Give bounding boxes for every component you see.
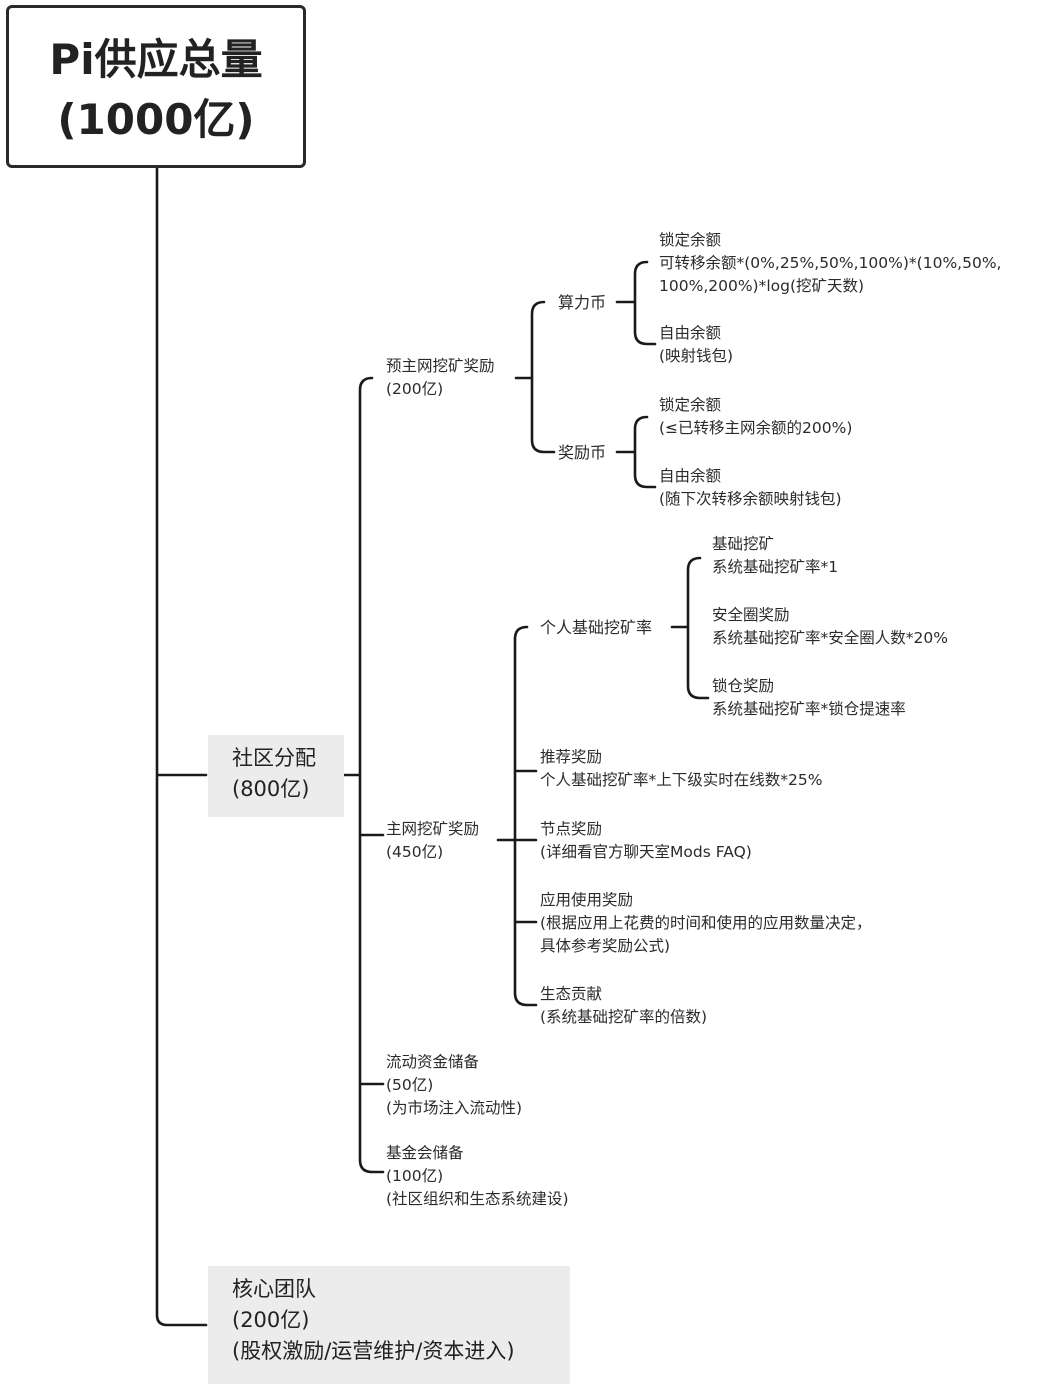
reward-coin-free-node: 自由余额 (随下次转移余额映射钱包) bbox=[659, 465, 842, 511]
basic-mining-formula: 系统基础挖矿率*1 bbox=[712, 558, 839, 576]
hash-coin-free-note: (映射钱包) bbox=[659, 347, 734, 365]
ecosystem-note: (系统基础挖矿率的倍数) bbox=[540, 1008, 708, 1026]
core-team-note: (股权激励/运营维护/资本进入) bbox=[232, 1339, 515, 1363]
root-subtitle: (1000亿) bbox=[57, 95, 255, 144]
hash-coin-title: 算力币 bbox=[558, 293, 607, 312]
foundation-amount: (100亿) bbox=[386, 1167, 444, 1185]
community-amount: (800亿) bbox=[232, 777, 310, 801]
connector-hash-coin-bracket bbox=[615, 260, 657, 346]
referral-title: 推荐奖励 bbox=[540, 748, 603, 766]
root-title: Pi供应总量 bbox=[49, 35, 263, 84]
app-usage-note-1: (根据应用上花费的时间和使用的应用数量决定， bbox=[540, 914, 872, 932]
node-reward-node: 节点奖励 (详细看官方聊天室Mods FAQ) bbox=[540, 818, 752, 864]
foundation-note: (社区组织和生态系统建设) bbox=[386, 1190, 569, 1208]
pre-mainnet-title: 预主网挖矿奖励 bbox=[386, 357, 495, 375]
app-usage-node: 应用使用奖励 (根据应用上花费的时间和使用的应用数量决定， 具体参考奖励公式) bbox=[540, 889, 872, 958]
connector-base-rate-bracket bbox=[670, 556, 710, 700]
hash-coin-locked-title: 锁定余额 bbox=[659, 231, 722, 249]
referral-node: 推荐奖励 个人基础挖矿率*上下级实时在线数*25% bbox=[540, 746, 822, 792]
hash-coin-node: 算力币 bbox=[558, 291, 606, 314]
base-rate-node: 个人基础挖矿率 bbox=[540, 616, 652, 639]
liquidity-node: 流动资金储备 (50亿) (为市场注入流动性) bbox=[386, 1051, 522, 1120]
mainnet-node: 主网挖矿奖励 (450亿) bbox=[386, 818, 479, 864]
pre-mainnet-amount: (200亿) bbox=[386, 380, 444, 398]
security-circle-node: 安全圈奖励 系统基础挖矿率*安全圈人数*20% bbox=[712, 604, 948, 650]
hash-coin-free-title: 自由余额 bbox=[659, 324, 722, 342]
foundation-title: 基金会储备 bbox=[386, 1144, 464, 1162]
connector-pre-mainnet-bracket bbox=[514, 300, 556, 454]
liquidity-title: 流动资金储备 bbox=[386, 1053, 480, 1071]
app-usage-note-2: 具体参考奖励公式) bbox=[540, 937, 671, 955]
reward-coin-locked-node: 锁定余额 (≤已转移主网余额的200%) bbox=[659, 394, 852, 440]
core-team-amount: (200亿) bbox=[232, 1308, 310, 1332]
basic-mining-title: 基础挖矿 bbox=[712, 535, 775, 553]
connector-community-bracket bbox=[342, 376, 385, 1174]
mainnet-amount: (450亿) bbox=[386, 843, 444, 861]
community-node: 社区分配 (800亿) bbox=[208, 735, 344, 817]
hash-coin-locked-formula-1: 可转移余额*(0%,25%,50%,100%)*(10%,50%, bbox=[659, 254, 1002, 272]
ecosystem-title: 生态贡献 bbox=[540, 985, 603, 1003]
lockup-node: 锁仓奖励 系统基础挖矿率*锁仓提速率 bbox=[712, 675, 906, 721]
node-reward-note: (详细看官方聊天室Mods FAQ) bbox=[540, 843, 752, 861]
security-circle-title: 安全圈奖励 bbox=[712, 606, 790, 624]
community-title: 社区分配 bbox=[232, 746, 316, 770]
security-circle-formula: 系统基础挖矿率*安全圈人数*20% bbox=[712, 629, 948, 647]
referral-formula: 个人基础挖矿率*上下级实时在线数*25% bbox=[540, 771, 823, 789]
hash-coin-locked-formula-2: 100%,200%)*log(挖矿天数) bbox=[659, 277, 865, 295]
base-rate-title: 个人基础挖矿率 bbox=[540, 618, 653, 637]
connector-root-trunk bbox=[155, 166, 208, 1327]
root-node: Pi供应总量 (1000亿) bbox=[6, 5, 306, 168]
reward-coin-locked-title: 锁定余额 bbox=[659, 396, 722, 414]
basic-mining-node: 基础挖矿 系统基础挖矿率*1 bbox=[712, 533, 838, 579]
app-usage-title: 应用使用奖励 bbox=[540, 891, 634, 909]
hash-coin-locked-node: 锁定余额 可转移余额*(0%,25%,50%,100%)*(10%,50%, 1… bbox=[659, 229, 1001, 298]
reward-coin-title: 奖励币 bbox=[558, 443, 607, 462]
liquidity-amount: (50亿) bbox=[386, 1076, 434, 1094]
connector-mainnet-bracket bbox=[496, 625, 538, 1007]
reward-coin-locked-note: (≤已转移主网余额的200%) bbox=[659, 419, 853, 437]
connector-reward-coin-bracket bbox=[615, 415, 657, 489]
pre-mainnet-node: 预主网挖矿奖励 (200亿) bbox=[386, 355, 495, 401]
foundation-node: 基金会储备 (100亿) (社区组织和生态系统建设) bbox=[386, 1142, 569, 1211]
core-team-node: 核心团队 (200亿) (股权激励/运营维护/资本进入) bbox=[208, 1266, 570, 1384]
mainnet-title: 主网挖矿奖励 bbox=[386, 820, 480, 838]
core-team-title: 核心团队 bbox=[232, 1277, 316, 1301]
ecosystem-node: 生态贡献 (系统基础挖矿率的倍数) bbox=[540, 983, 707, 1029]
liquidity-note: (为市场注入流动性) bbox=[386, 1099, 523, 1117]
reward-coin-node: 奖励币 bbox=[558, 441, 606, 464]
lockup-title: 锁仓奖励 bbox=[712, 677, 775, 695]
node-reward-title: 节点奖励 bbox=[540, 820, 603, 838]
reward-coin-free-title: 自由余额 bbox=[659, 467, 722, 485]
lockup-formula: 系统基础挖矿率*锁仓提速率 bbox=[712, 700, 906, 718]
hash-coin-free-node: 自由余额 (映射钱包) bbox=[659, 322, 733, 368]
reward-coin-free-note: (随下次转移余额映射钱包) bbox=[659, 490, 842, 508]
